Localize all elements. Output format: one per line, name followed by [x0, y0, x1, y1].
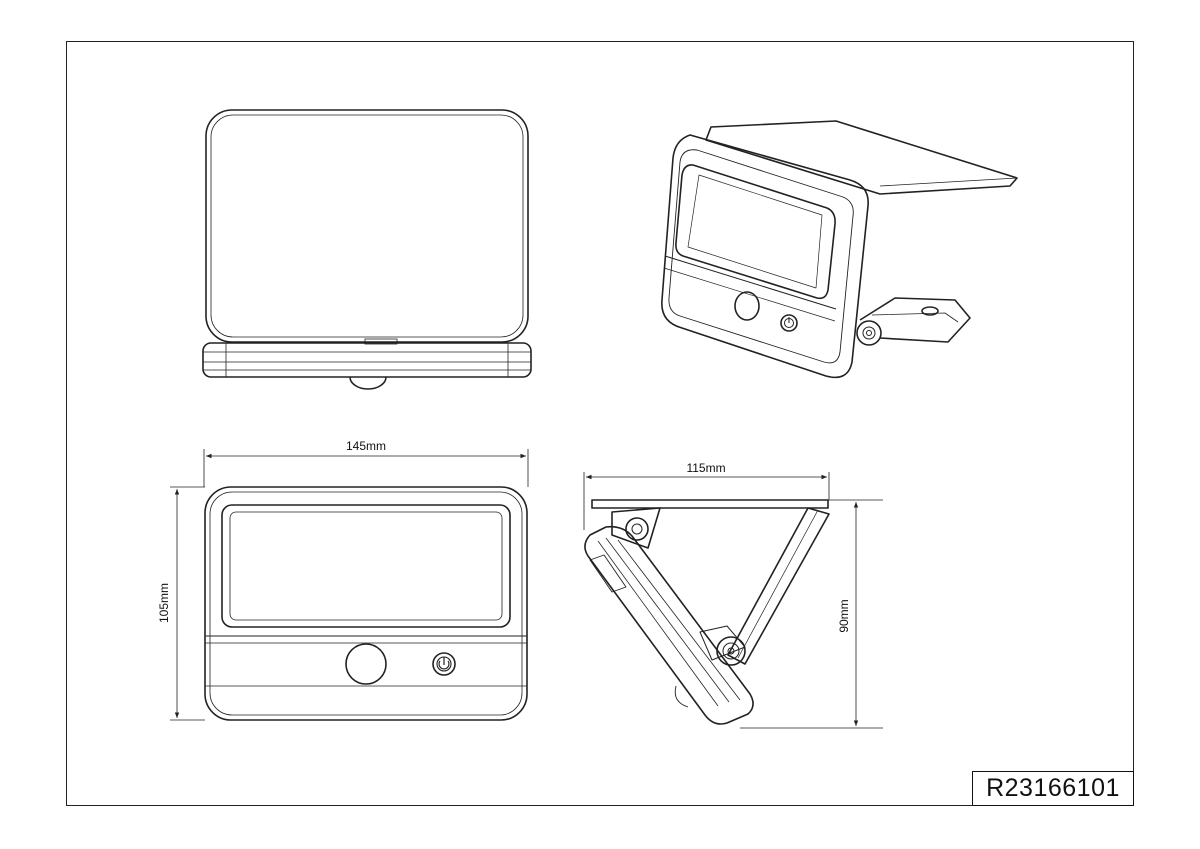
- side-view-lamp-body: [584, 525, 754, 725]
- side-view-solar-panel: [591, 499, 829, 509]
- part-number-box: R23166101: [972, 771, 1134, 806]
- iso-bracket: [859, 297, 971, 343]
- iso-power-button: [780, 314, 798, 332]
- iso-light-window: [675, 164, 836, 300]
- iso-hinge: [856, 320, 882, 346]
- iso-lamp-body: [661, 134, 869, 379]
- side-view-support-arm: [727, 507, 830, 665]
- dimension-height: [170, 486, 205, 721]
- drawing-frame: [66, 41, 1134, 806]
- iso-motion-sensor: [734, 291, 760, 321]
- front-view: [204, 486, 528, 721]
- dimension-width-label: 145mm: [346, 439, 386, 453]
- dimension-depth: [583, 472, 830, 530]
- dimension-side-height: [740, 499, 883, 729]
- top-view: [202, 109, 532, 390]
- front-view-body: [204, 486, 528, 721]
- top-view-panel-outer: [205, 109, 529, 343]
- side-view: [584, 499, 830, 725]
- part-number: R23166101: [986, 774, 1120, 802]
- side-view-lower-hinge: [716, 636, 746, 666]
- top-view-base: [202, 342, 532, 378]
- iso-solar-panel: [705, 120, 1018, 195]
- dimension-height-label: 105mm: [157, 583, 171, 623]
- isometric-view: [661, 120, 1018, 379]
- dimension-side-height-label: 90mm: [837, 599, 851, 632]
- dimension-depth-label: 115mm: [686, 461, 725, 475]
- dimension-width: [203, 449, 529, 487]
- front-view-power-button: [432, 652, 456, 676]
- side-view-upper-hinge: [625, 517, 649, 541]
- top-view-sensor-bump: [349, 376, 387, 390]
- front-view-motion-sensor: [345, 643, 387, 685]
- front-view-light-window: [221, 504, 511, 628]
